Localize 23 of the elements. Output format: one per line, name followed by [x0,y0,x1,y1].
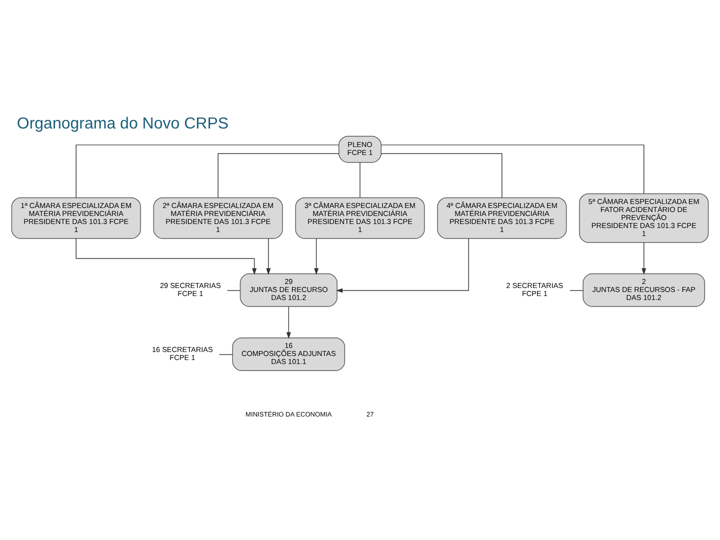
node-box: 16 COMPOSIÇÕES ADJUNTAS DAS 101.1 [232,336,346,370]
connector [76,144,340,198]
arrow [336,238,469,292]
node-box: 5ª CÂMARA ESPECIALIZADA EM FATOR ACIDENTÁRIO DE PREVENÇÃO PRESIDENTE DAS 101.3 FCPE 1 [579,192,709,242]
node-box: 4ª CÂMARA ESPECIALIZADA EM MATÉRIA PREVIDENCIÁRIA PRESIDENTE DAS 101.3 FCPE 1 [437,196,567,238]
arrow [266,238,271,274]
arrow [314,238,319,274]
diagram-title: Organograma do Novo CRPS [16,115,229,132]
node-text: 16 SECRETARIAS FCPE 1 [152,344,213,362]
node-box: 2 JUNTAS DE RECURSOS - FAP DAS 101.2 [582,272,706,306]
connector [380,144,644,194]
node-box: 3ª CÂMARA ESPECIALIZADA EM MATÉRIA PREVIDENCIÁRIA PRESIDENTE DAS 101.3 FCPE 1 [295,196,425,238]
arrow [642,242,646,274]
node-box: 29 JUNTAS DE RECURSO DAS 101.2 [240,272,338,306]
node-text: 29 SECRETARIAS FCPE 1 [160,280,221,298]
connector [380,152,502,198]
node-text: 2 SECRETARIAS FCPE 1 [506,280,564,298]
node-box: PLENO FCPE 1 [338,135,382,162]
arrow [76,238,257,274]
connector [218,152,340,198]
node-box: 2ª CÂMARA ESPECIALIZADA EM MATÉRIA PREVIDENCIÁRIA PRESIDENTE DAS 101.3 FCPE 1 [153,196,283,238]
arrow [286,306,291,338]
node-box: 1ª CÂMARA ESPECIALIZADA EM MATÉRIA PREVIDENCIÁRIA PRESIDENTE DAS 101.3 FCPE 1 [11,196,141,238]
